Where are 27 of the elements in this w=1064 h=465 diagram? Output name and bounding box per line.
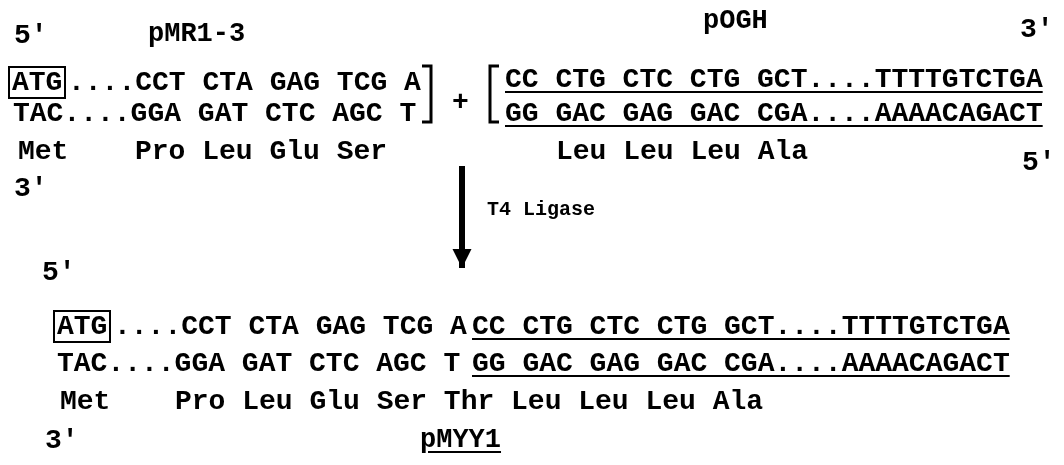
amino-acid-label: Leu Leu Leu Ala bbox=[556, 137, 809, 167]
dna-strand: TAC....GGA GAT CTC AGC T bbox=[13, 99, 417, 129]
dna-strand: GG GAC GAG GAC CGA....AAAACAGACT bbox=[505, 99, 1043, 129]
dna-strand: CC CTG CTC CTG GCT....TTTTGTCTGA bbox=[505, 65, 1043, 95]
edge-label: T4 Ligase bbox=[487, 199, 596, 220]
strand-end-label: 5' bbox=[42, 258, 76, 288]
dna-strand: ....CCT CTA GAG TCG A bbox=[114, 312, 467, 342]
arrow bbox=[452, 166, 472, 268]
strand-end-label: 3' bbox=[45, 426, 79, 456]
amino-acid-label: Met bbox=[60, 387, 111, 417]
amino-acid-label: Met bbox=[18, 137, 69, 167]
dna-strand: TAC....GGA GAT CTC AGC T bbox=[57, 349, 461, 379]
amino-acid-label: Pro Leu Glu Ser bbox=[135, 137, 388, 167]
dna-strand: CC CTG CTC CTG GCT....TTTTGTCTGA bbox=[472, 312, 1010, 342]
plasmid-name: pMR1-3 bbox=[148, 20, 246, 49]
start-codon: ATG bbox=[53, 310, 112, 344]
strand-end-label: 5' bbox=[14, 21, 48, 51]
amino-acid-label: Pro Leu Glu Ser Thr Leu Leu Leu Ala bbox=[175, 387, 764, 417]
dna-strand: ....CCT CTA GAG TCG A bbox=[68, 68, 421, 98]
strand-end-label: 3' bbox=[1020, 15, 1054, 45]
strand-end-label: 5' bbox=[1022, 148, 1056, 178]
plasmid-name: pMYY1 bbox=[420, 426, 501, 455]
plus-sign: + bbox=[452, 88, 469, 118]
plasmid-name: pOGH bbox=[703, 7, 768, 36]
dna-strand: GG GAC GAG GAC CGA....AAAACAGACT bbox=[472, 349, 1010, 379]
start-codon: ATG bbox=[8, 66, 67, 100]
strand-end-label: 3' bbox=[14, 174, 48, 204]
